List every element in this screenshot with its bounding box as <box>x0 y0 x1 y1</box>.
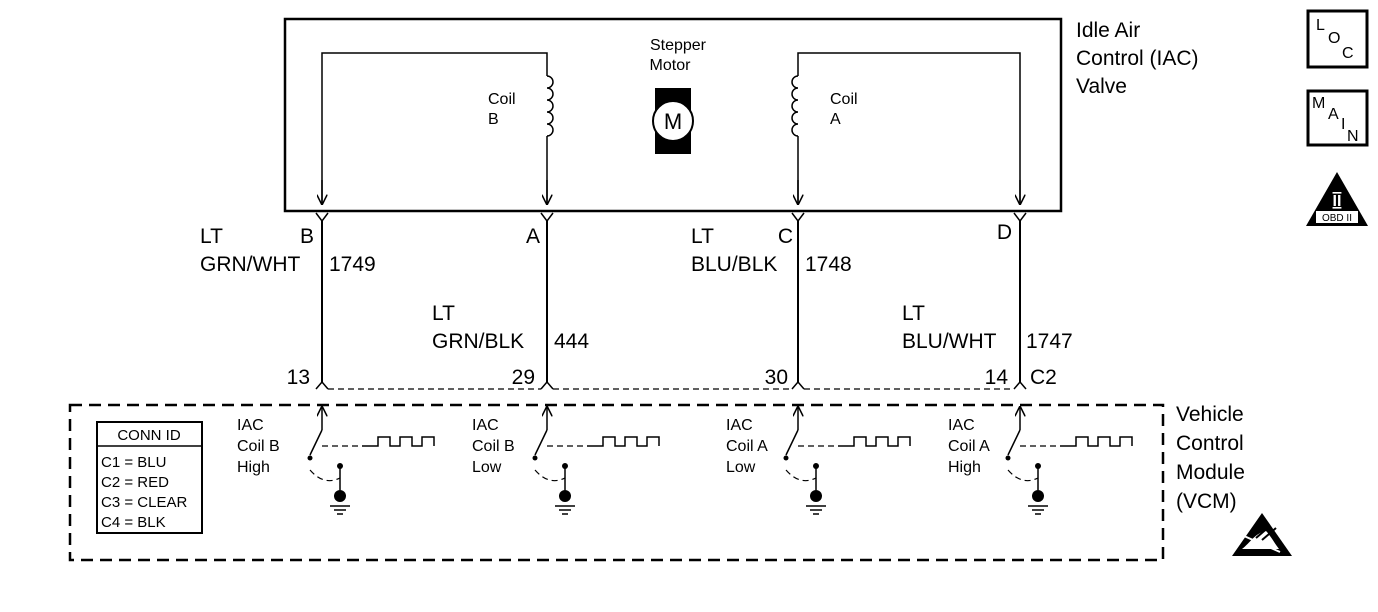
driver-coil-b-low <box>532 407 660 515</box>
driver-2-line-2: Coil B <box>472 438 515 455</box>
ground-icon <box>559 490 571 502</box>
wire-1747-circuit: 1747 <box>1026 330 1073 353</box>
conn-id-row-2: C2 = RED <box>101 474 169 491</box>
coil-a-icon <box>791 75 799 137</box>
coil-a-label-1: Coil <box>830 91 858 108</box>
vcm-title-3: Module <box>1176 461 1245 484</box>
wire-1748-color-1: LT <box>691 225 714 248</box>
wire-444-circuit: 444 <box>554 330 589 353</box>
driver-1-line-3: High <box>237 459 270 476</box>
driver-3-line-1: IAC <box>726 417 753 434</box>
coil-b-label-1: Coil <box>488 91 516 108</box>
pulse-waveform-icon <box>838 436 911 447</box>
motor-label-1: Stepper <box>650 37 707 54</box>
iac-title-3: Valve <box>1076 75 1127 98</box>
iac-title-1: Idle Air <box>1076 19 1140 42</box>
obd-label: OBD II <box>1322 213 1352 224</box>
coil-a-label-2: A <box>830 111 841 128</box>
conn-id-row-1: C1 = BLU <box>101 454 166 471</box>
obd-ii-icon[interactable]: II OBD II <box>1306 172 1368 226</box>
main-icon[interactable]: M A I N <box>1306 89 1369 147</box>
driver-2-line-3: Low <box>472 459 502 476</box>
iac-title-2: Control (IAC) <box>1076 47 1199 70</box>
vcm-connector-label: C2 <box>1030 366 1057 389</box>
main-letter-i: I <box>1341 116 1345 133</box>
vcm-pin-30: 30 <box>765 366 788 389</box>
ground-icon <box>1032 490 1044 502</box>
valve-pin-a: A <box>526 225 540 248</box>
vcm-pin-29: 29 <box>512 366 535 389</box>
coil-b-circuit: Coil B <box>322 52 554 204</box>
loc-letter-l: L <box>1316 17 1325 34</box>
esd-sensitive-icon[interactable] <box>1232 513 1292 556</box>
vcm-pin-13: 13 <box>287 366 310 389</box>
vcm-title-4: (VCM) <box>1176 490 1237 513</box>
vcm-title-1: Vehicle <box>1176 403 1244 426</box>
driver-1-line-1: IAC <box>237 417 264 434</box>
wire-1749-color-1: LT <box>200 225 223 248</box>
driver-3-line-2: Coil A <box>726 438 768 455</box>
wire-444-color-2: GRN/BLK <box>432 330 524 353</box>
ground-icon <box>810 490 822 502</box>
wire-444-color-1: LT <box>432 302 455 325</box>
conn-id-table: CONN ID C1 = BLU C2 = RED C3 = CLEAR C4 … <box>96 421 203 534</box>
pulse-waveform-icon <box>1060 436 1133 447</box>
vcm-outline <box>68 403 1165 562</box>
loc-letter-c: C <box>1342 45 1354 62</box>
main-letter-a: A <box>1328 106 1339 123</box>
driver-1-line-2: Coil B <box>237 438 280 455</box>
driver-4-line-1: IAC <box>948 417 975 434</box>
coil-b-icon <box>546 75 554 137</box>
obd-numeral: II <box>1333 193 1342 210</box>
wire-1748-circuit: 1748 <box>805 253 852 276</box>
driver-coil-a-low <box>783 407 911 515</box>
vcm-connector-c2 <box>315 380 1027 390</box>
conn-id-title: CONN ID <box>117 427 181 444</box>
loc-icon[interactable]: L O C <box>1306 9 1369 69</box>
wire-1747-color-2: BLU/WHT <box>902 330 997 353</box>
wire-1749-circuit: 1749 <box>329 253 376 276</box>
driver-coil-b-high <box>307 407 435 515</box>
valve-pin-c: C <box>778 225 793 248</box>
valve-pin-b: B <box>300 225 314 248</box>
iac-valve: Coil B Coil A M Stepper Motor <box>283 17 1063 213</box>
valve-connector-terminals <box>315 212 1027 223</box>
driver-4-line-2: Coil A <box>948 438 990 455</box>
conn-id-row-4: C4 = BLK <box>101 514 166 531</box>
wire-1749-color-2: GRN/WHT <box>200 253 300 276</box>
valve-pin-d: D <box>997 221 1012 244</box>
driver-coil-a-high <box>1005 407 1133 515</box>
vcm-title-2: Control <box>1176 432 1244 455</box>
main-letter-n: N <box>1347 128 1359 145</box>
main-letter-m: M <box>1312 95 1325 112</box>
wire-1747-color-1: LT <box>902 302 925 325</box>
driver-4-line-3: High <box>948 459 981 476</box>
coil-a-circuit: Coil A <box>791 52 1020 204</box>
conn-id-row-3: C3 = CLEAR <box>101 494 187 511</box>
driver-3-line-3: Low <box>726 459 756 476</box>
ground-icon <box>334 490 346 502</box>
motor-symbol: M <box>664 109 682 134</box>
pulse-waveform-icon <box>587 436 660 447</box>
vcm-pin-14: 14 <box>985 366 1009 389</box>
driver-2-line-1: IAC <box>472 417 499 434</box>
motor-label-2: Motor <box>650 57 692 74</box>
coil-b-label-2: B <box>488 111 499 128</box>
loc-letter-o: O <box>1328 30 1340 47</box>
wire-1748-color-2: BLU/BLK <box>691 253 777 276</box>
harness-wires <box>321 221 1021 383</box>
stepper-motor-icon: M <box>652 88 694 154</box>
iac-valve-outline <box>283 17 1063 213</box>
pulse-waveform-icon <box>362 436 435 447</box>
